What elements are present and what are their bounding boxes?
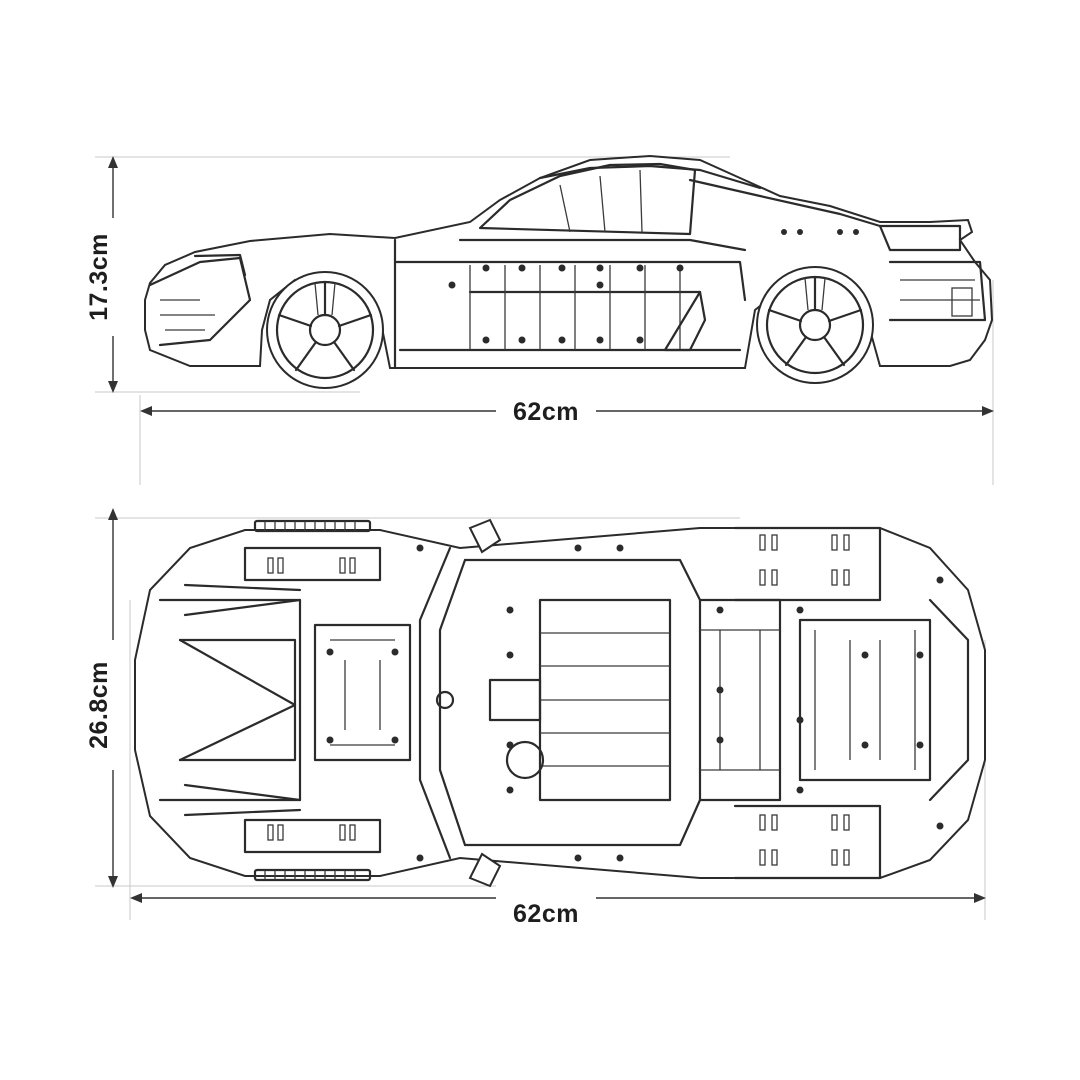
side-height-label: 17.3cm (85, 233, 113, 321)
top-width-dimension: 26.8cm (85, 508, 118, 888)
top-length-dimension: 62cm (130, 883, 986, 928)
side-view: 17.3cm 62cm (85, 154, 994, 485)
top-car-body (134, 518, 986, 888)
side-length-dimension: 62cm (140, 396, 994, 426)
top-width-label: 26.8cm (85, 661, 113, 749)
side-front-wheel (266, 271, 384, 389)
top-length-label: 62cm (513, 900, 579, 928)
top-view: 26.8cm 62cm (85, 508, 986, 928)
side-rear-wheel (756, 266, 874, 384)
side-height-dimension: 17.3cm (85, 156, 118, 393)
side-length-label: 62cm (513, 398, 579, 426)
